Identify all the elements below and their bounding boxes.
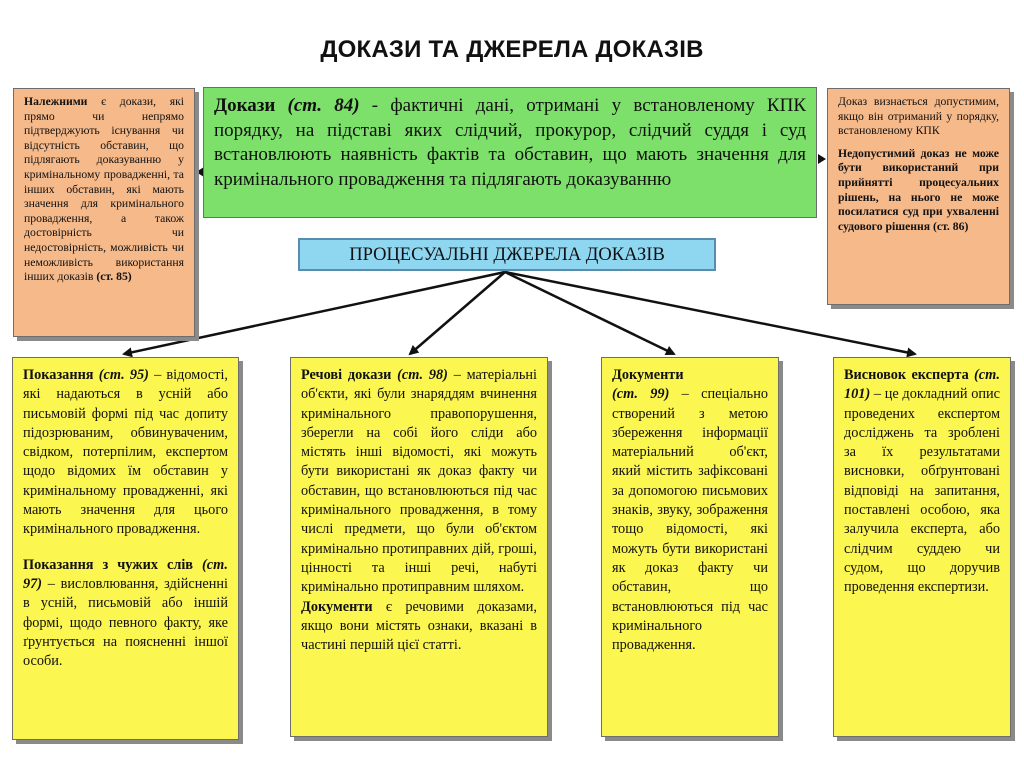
material-evidence-text: Речові докази (ст. 98) – матеріальні об'…: [301, 366, 537, 598]
evidence-ref: (ст. 84): [287, 95, 360, 116]
material-evidence-box: Речові докази (ст. 98) – матеріальні об'…: [290, 357, 548, 737]
expert-opinion-box: Висновок експерта (ст. 101) – це докладн…: [833, 357, 1011, 737]
arrow-to-documents: [504, 270, 676, 356]
relevance-term: Належними: [24, 95, 88, 108]
evidence-definition-box: Докази (ст. 84) - фактичні дані, отриман…: [203, 87, 817, 218]
expert-opinion-term: Висновок експерта: [844, 367, 969, 383]
evidence-description: - фактичні дані, отримані у встановленом…: [214, 95, 807, 190]
testimony-box: Показання (ст. 95) – відомості, які нада…: [12, 357, 239, 740]
expert-opinion-description: – це докладний опис проведених експертом…: [844, 386, 1000, 596]
material-evidence-ref: (ст. 98): [397, 367, 448, 383]
relevance-box: Належними є докази, які прямо чи непрямо…: [13, 88, 195, 337]
inadmissibility-text: Недопустимий доказ не може бути використ…: [838, 146, 999, 233]
documents-box: Документи (ст. 99) – спеціально створений…: [601, 357, 779, 737]
hearsay-description: – висловлювання, здійсненні в усній, пис…: [23, 575, 228, 670]
material-evidence-description: – матеріальні об'єкти, які були знаряддя…: [301, 367, 537, 596]
arrow-right-head: [818, 154, 826, 164]
arrow-to-material: [408, 271, 506, 356]
hearsay-ref: (ст. 97): [23, 556, 228, 592]
testimony-description: – відомості, які надаються в усній або п…: [23, 367, 228, 538]
documents-term: Документи: [612, 367, 684, 383]
testimony-term: Показання: [23, 367, 94, 383]
hearsay-text: Показання з чужих слів (ст. 97) – вислов…: [23, 556, 228, 672]
admissibility-text: Доказ визнається допустимим, якщо він от…: [838, 95, 999, 138]
material-documents-description: є речовими доказами, якщо вони містять о…: [301, 598, 537, 654]
arrow-to-testimony: [122, 270, 506, 358]
testimony-ref: (ст. 95): [98, 367, 149, 383]
documents-text: Документи (ст. 99) – спеціально створений…: [612, 366, 768, 655]
relevance-ref: (ст. 85): [93, 270, 132, 284]
evidence-definition-text: Докази (ст. 84) - фактичні дані, отриман…: [214, 94, 806, 192]
relevance-text: Належними є докази, які прямо чи непрямо…: [24, 95, 184, 285]
expert-opinion-text: Висновок експерта (ст. 101) – це докладн…: [844, 366, 1000, 598]
evidence-term: Докази: [214, 95, 276, 116]
relevance-description: є докази, які прямо чи непрямо підтвердж…: [24, 95, 184, 284]
material-documents-text: Документи є речовими доказами, якщо вони…: [301, 598, 537, 656]
procedural-sources-header: ПРОЦЕСУАЛЬНІ ДЖЕРЕЛА ДОКАЗІВ: [298, 238, 716, 271]
material-documents-term: Документи: [301, 598, 373, 615]
documents-ref: (ст. 99): [612, 386, 670, 403]
admissibility-box: Доказ визнається допустимим, якщо він от…: [827, 88, 1010, 305]
arrow-to-expert: [504, 270, 917, 358]
testimony-text: Показання (ст. 95) – відомості, які нада…: [23, 366, 228, 540]
documents-description: – спеціально створений з метою збереженн…: [612, 386, 768, 654]
expert-opinion-ref: (ст. 101): [844, 367, 1000, 403]
arrow-left-head: [196, 167, 204, 177]
page-title: ДОКАЗИ ТА ДЖЕРЕЛА ДОКАЗІВ: [320, 36, 704, 63]
hearsay-term: Показання з чужих слів: [23, 556, 194, 573]
material-evidence-term: Речові докази: [301, 367, 392, 383]
